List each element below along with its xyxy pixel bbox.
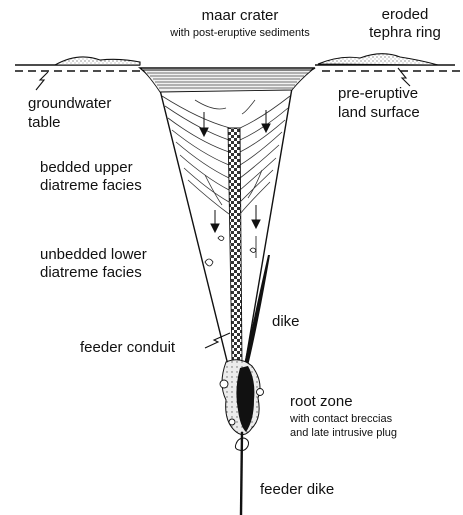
tephra-ring-right	[318, 54, 438, 65]
maar-crater-sublabel: with post-eruptive sediments	[158, 27, 322, 39]
groundwater-label-line1: groundwater	[28, 96, 111, 113]
tephra-ring-left	[55, 57, 140, 65]
unbedded-lower-label-line1: unbedded lower	[40, 247, 147, 264]
feeder-dike-label: feeder dike	[260, 482, 334, 499]
root-zone-label: root zone	[290, 394, 353, 411]
dike-label: dike	[272, 314, 300, 331]
maar-crater-label: maar crater	[180, 8, 300, 25]
feeder-conduit-label: feeder conduit	[80, 340, 175, 357]
pre-eruptive-label-line2: land surface	[338, 105, 420, 122]
crater-sediments	[143, 70, 312, 92]
tephra-ring-label-line2: tephra ring	[355, 25, 455, 42]
feeder-dike-line	[241, 432, 242, 515]
bedded-upper-label-line1: bedded upper	[40, 160, 133, 177]
root-zone-sublabel-line2: and late intrusive plug	[290, 427, 397, 439]
tephra-ring-label-line1: eroded	[360, 7, 450, 24]
root-zone-sublabel-line1: with contact breccias	[290, 413, 392, 425]
groundwater-label-line2: table	[28, 115, 61, 132]
bedded-upper-label-line2: diatreme facies	[40, 178, 142, 195]
groundwater-leader	[36, 72, 48, 90]
unbedded-lower-label-line2: diatreme facies	[40, 265, 142, 282]
pre-eruptive-label-line1: pre-eruptive	[338, 86, 418, 103]
